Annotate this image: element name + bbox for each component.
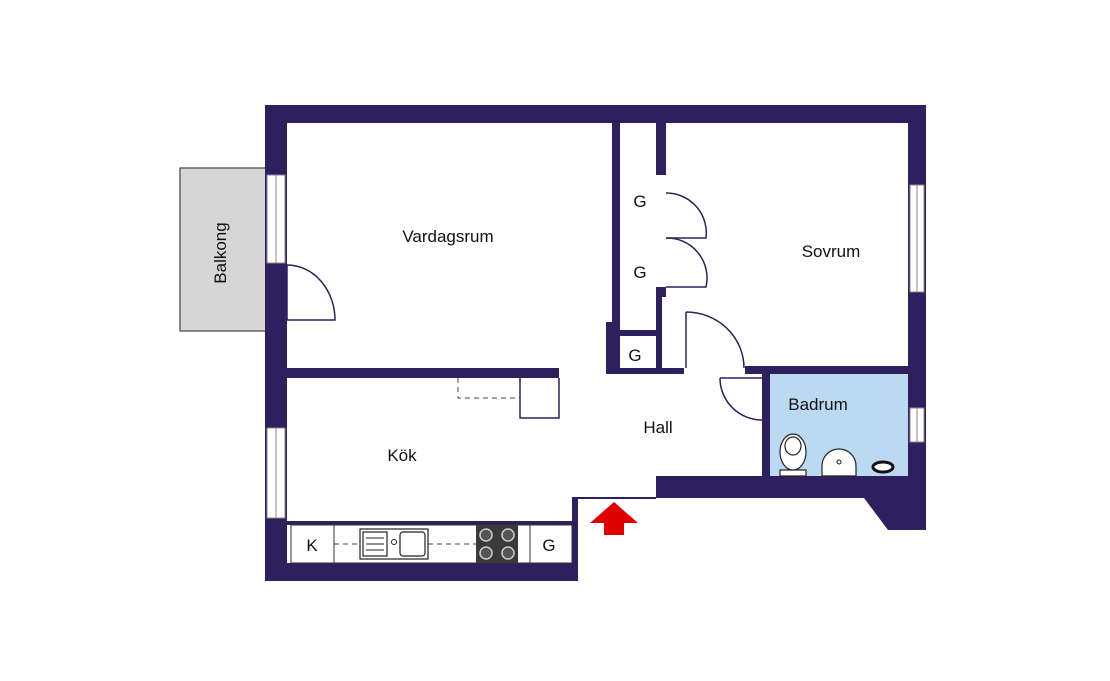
wardrobe-label-2: G — [633, 263, 646, 282]
sink-icon — [359, 528, 429, 560]
room-label-balcony: Balkong — [211, 222, 230, 283]
windows — [266, 174, 925, 519]
toilet-icon — [779, 433, 807, 477]
kitchen-counter — [290, 524, 573, 564]
fridge-label: K — [306, 536, 318, 555]
entrance-arrow-icon — [590, 502, 638, 535]
wardrobe-label-1: G — [633, 192, 646, 211]
room-label-bedroom: Sovrum — [802, 242, 861, 261]
room-label-kitchen: Kök — [387, 446, 417, 465]
room-label-living-room: Vardagsrum — [402, 227, 493, 246]
wardrobe-label-3: G — [628, 346, 641, 365]
room-label-hall: Hall — [643, 418, 672, 437]
outer-walls — [265, 105, 926, 581]
doors — [286, 192, 763, 421]
stove-icon — [476, 525, 518, 563]
kitchen-cabinet-label: G — [542, 536, 555, 555]
floor-drain-icon — [871, 460, 895, 474]
room-label-bathroom: Badrum — [788, 395, 848, 414]
interior-walls — [287, 123, 908, 525]
washbasin-icon — [821, 448, 857, 477]
balcony — [179, 167, 267, 332]
